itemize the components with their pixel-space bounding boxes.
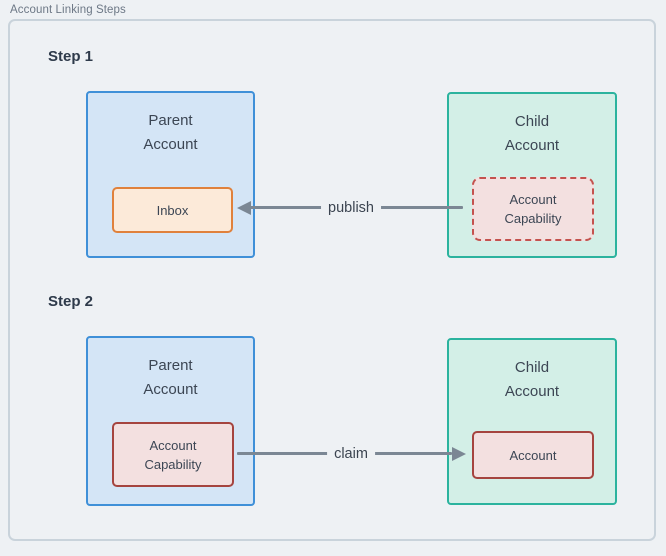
- step2-account-capability-box: Account Capability: [112, 422, 234, 487]
- publish-arrow-label: publish: [321, 197, 381, 219]
- step1-account-capability-box: Account Capability: [472, 177, 594, 241]
- step-1-heading: Step 1: [48, 48, 94, 65]
- step-2-heading: Step 2: [48, 293, 94, 310]
- figure-title: Account Linking Steps: [10, 4, 126, 16]
- claim-arrow-label: claim: [327, 443, 375, 465]
- publish-arrowhead-icon: [237, 201, 251, 215]
- step1-child-account-title: Child Account: [504, 113, 560, 154]
- step2-child-account-box: Child Account Account: [447, 338, 617, 505]
- step1-parent-account-box: Parent Account Inbox: [86, 91, 255, 258]
- claim-arrowhead-icon: [452, 447, 466, 461]
- step1-inbox-box: Inbox: [112, 187, 233, 233]
- step2-account-box: Account: [472, 431, 594, 479]
- step2-parent-account-box: Parent Account Account Capability: [86, 336, 255, 506]
- step2-child-account-title: Child Account: [504, 359, 560, 400]
- step1-parent-account-title: Parent Account: [143, 112, 198, 153]
- step1-child-account-box: Child Account Account Capability: [447, 92, 617, 258]
- step2-parent-account-title: Parent Account: [143, 357, 198, 398]
